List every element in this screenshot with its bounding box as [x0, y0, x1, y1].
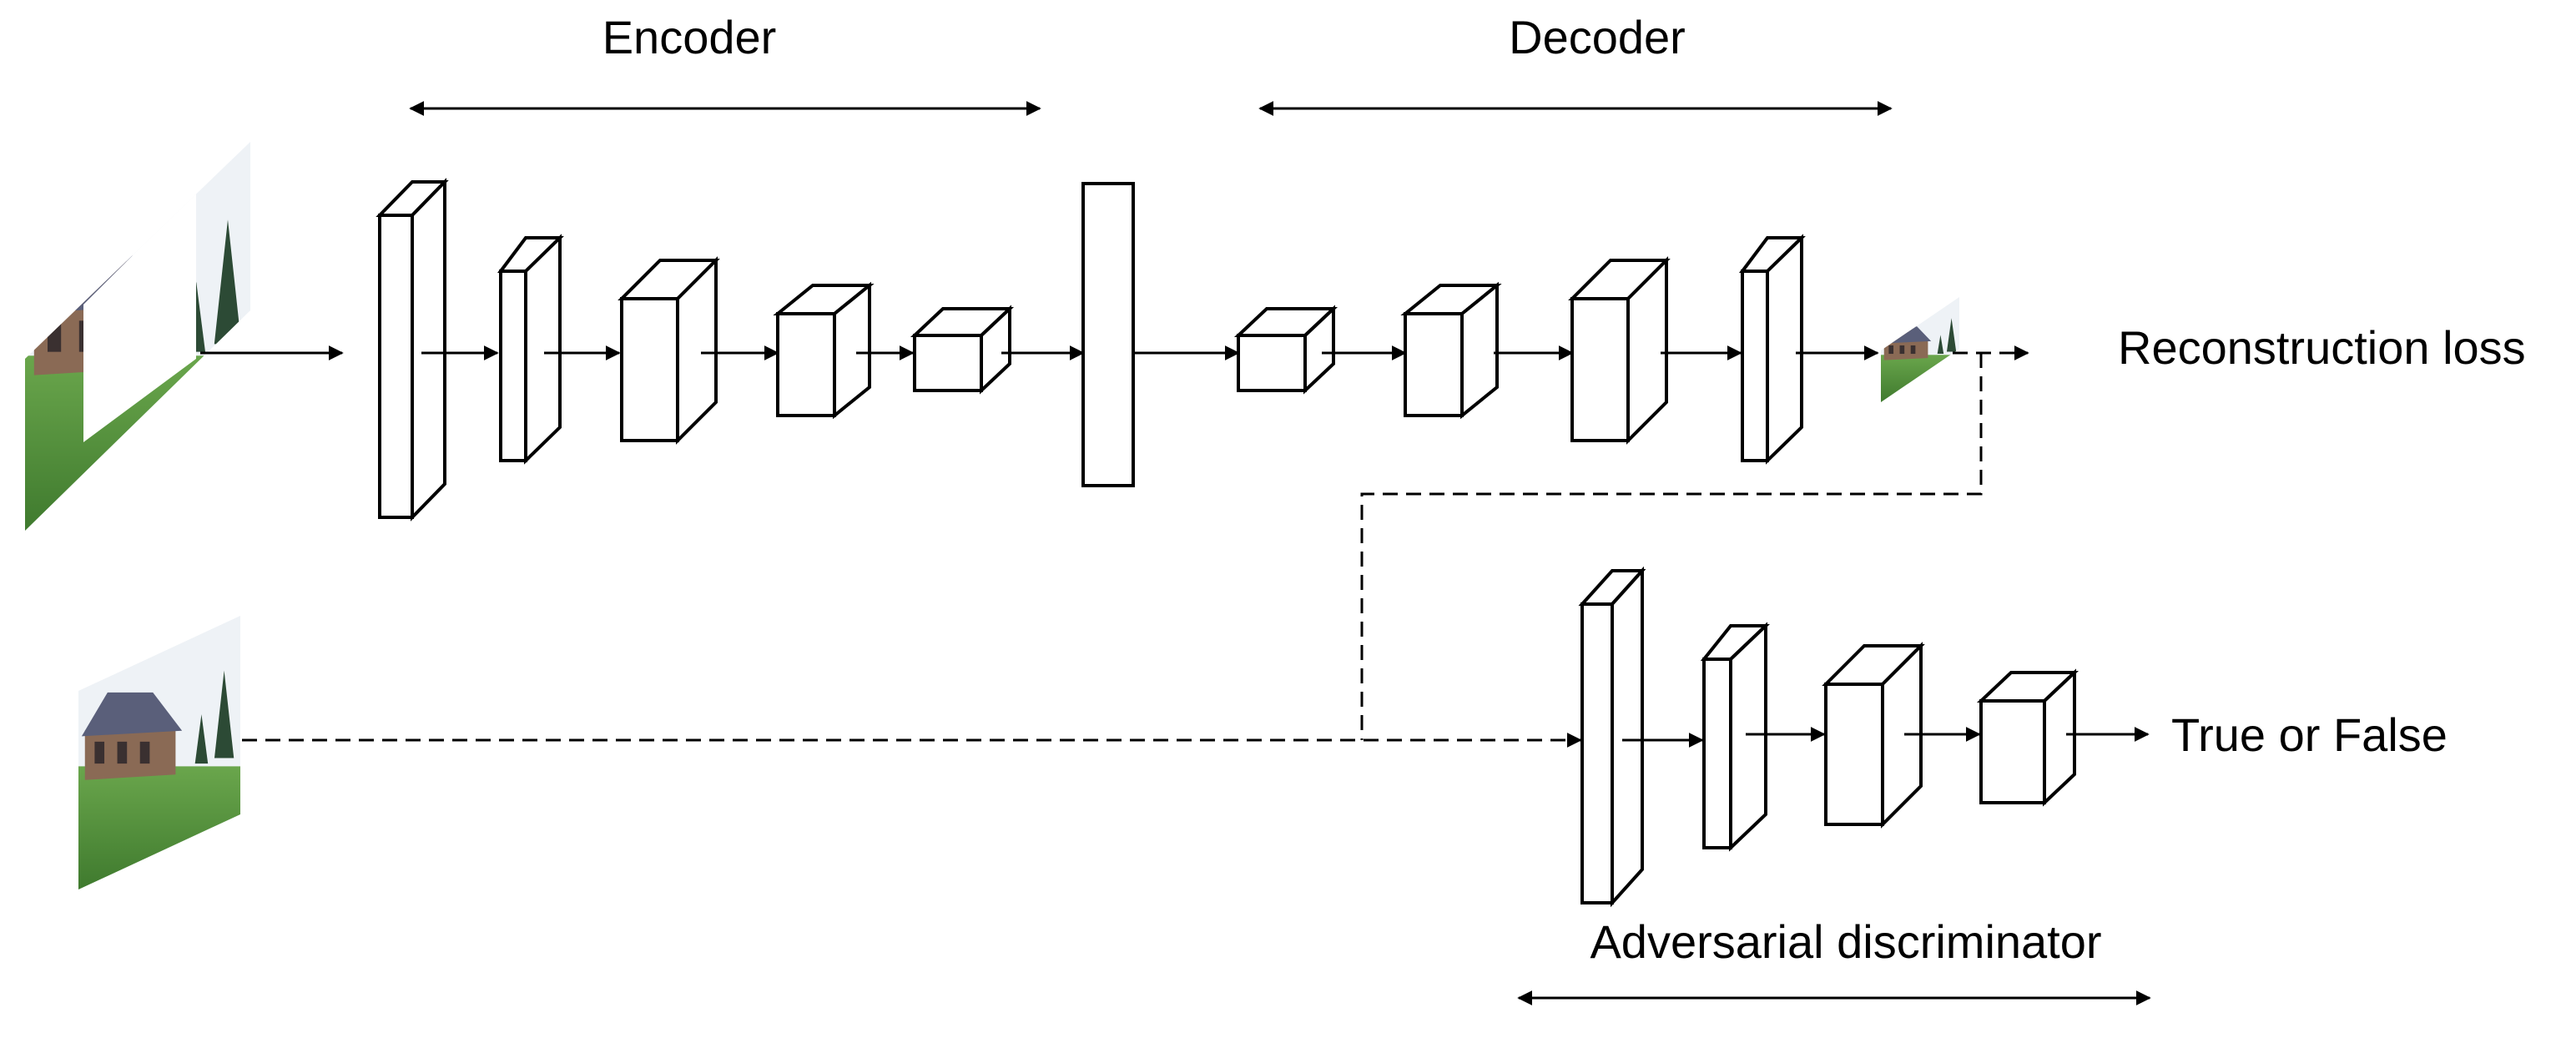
discriminator-block-4	[1976, 668, 2079, 807]
adversarial-discriminator-label: Adversarial discriminator	[1590, 915, 2101, 968]
reconstructed-output-image	[1881, 297, 1959, 402]
bottleneck-layer	[1081, 182, 1135, 487]
decoder-label: Decoder	[1509, 11, 1686, 63]
output-to-discriminator-path	[1360, 353, 1983, 740]
real-image	[78, 616, 240, 889]
encoder-block-4	[773, 281, 875, 420]
discriminator-block-3	[1822, 642, 1925, 829]
decoder-block-1	[1233, 305, 1338, 395]
decoder-block-4	[1739, 234, 1806, 465]
encoder-block-5	[910, 305, 1015, 395]
discriminator-block-2	[1700, 622, 1770, 852]
discriminator-block-1	[1578, 566, 1646, 908]
encoder-block-3	[618, 256, 720, 445]
reconstruction-loss-label: Reconstruction loss	[2118, 321, 2526, 374]
encoder-block-1	[376, 178, 449, 522]
decoder-block-3	[1568, 256, 1671, 445]
decoder-block-2	[1400, 281, 1502, 420]
encoder-block-2	[497, 234, 564, 465]
masked-input-image	[25, 142, 250, 531]
true-or-false-label: True or False	[2171, 708, 2447, 761]
encoder-label: Encoder	[602, 11, 777, 63]
